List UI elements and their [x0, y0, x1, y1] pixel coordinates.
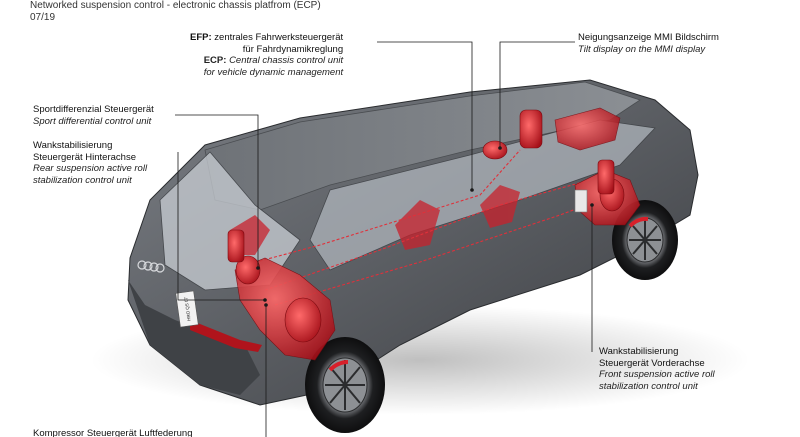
sport-de: Sportdifferenzial Steuergerät: [33, 104, 154, 115]
label-tilt-display: Neigungsanzeige MMI Bildschirm Tilt disp…: [578, 32, 719, 55]
efp-en-line1: Central chassis control unit: [229, 55, 344, 66]
audi-logo: [137, 260, 165, 273]
rear-window: [159, 151, 301, 291]
front-roll-en-line1: Front suspension active roll: [599, 369, 715, 380]
efp-abbr-en: ECP:: [203, 55, 227, 66]
header: Networked suspension control - electroni…: [30, 0, 321, 24]
front-roll-de-line2: Steuergerät Vorderachse: [599, 357, 705, 369]
label-rear-roll-stabilization: Wankstabilisierung Steuergerät Hinterach…: [33, 140, 147, 186]
control-unit-box: [574, 189, 588, 213]
front-roll-de-line1: Wankstabilisierung: [599, 346, 679, 357]
rear-axle-components: [227, 229, 336, 361]
tilt-de: Neigungsanzeige MMI Bildschirm: [578, 32, 719, 43]
header-title: Networked suspension control - electroni…: [30, 0, 321, 11]
tail-light: [190, 320, 262, 352]
sport-en: Sport differential control unit: [33, 115, 152, 127]
label-front-roll-stabilization: Wankstabilisierung Steuergerät Vorderach…: [599, 346, 715, 392]
rear-roll-de-line2: Steuergerät Hinterachse: [33, 151, 136, 163]
engine-bay-components: [482, 107, 621, 160]
rear-roll-en-line1: Rear suspension active roll: [33, 163, 148, 174]
label-sport-differential: Sportdifferenzial Steuergerät Sport diff…: [33, 104, 154, 127]
label-compressor: Kompressor Steuergerät Luftfederung: [33, 428, 192, 437]
rear-roll-de-line1: Wankstabilisierung: [33, 140, 113, 151]
front-roll-en-line2: stabilization control unit: [599, 380, 698, 392]
label-efp: EFP: zentrales Fahrwerksteuergerät für F…: [190, 32, 343, 78]
leader-lines: [175, 41, 593, 437]
efp-de-line1: zentrales Fahrwerksteuergerät: [214, 32, 344, 43]
compressor-de: Kompressor Steuergerät Luftfederung: [33, 428, 193, 437]
rear-bumper: [128, 280, 260, 395]
efp-en-line2: for vehicle dynamic management: [203, 66, 344, 78]
side-windows: [309, 119, 656, 271]
efp-de-line2: für Fahrdynamikreglung: [242, 43, 344, 55]
leader-dots: [256, 146, 594, 307]
header-date: 07/19: [30, 12, 56, 23]
rear-wheel: [305, 337, 385, 433]
tilt-en: Tilt display on the MMI display: [578, 43, 706, 55]
efp-abbr-de: EFP:: [190, 32, 212, 43]
front-axle-components: [574, 159, 641, 226]
license-plate-text: HRO QS 07: [183, 296, 191, 321]
rear-roll-en-line2: stabilization control unit: [33, 174, 132, 186]
interior-seats: [230, 185, 520, 255]
